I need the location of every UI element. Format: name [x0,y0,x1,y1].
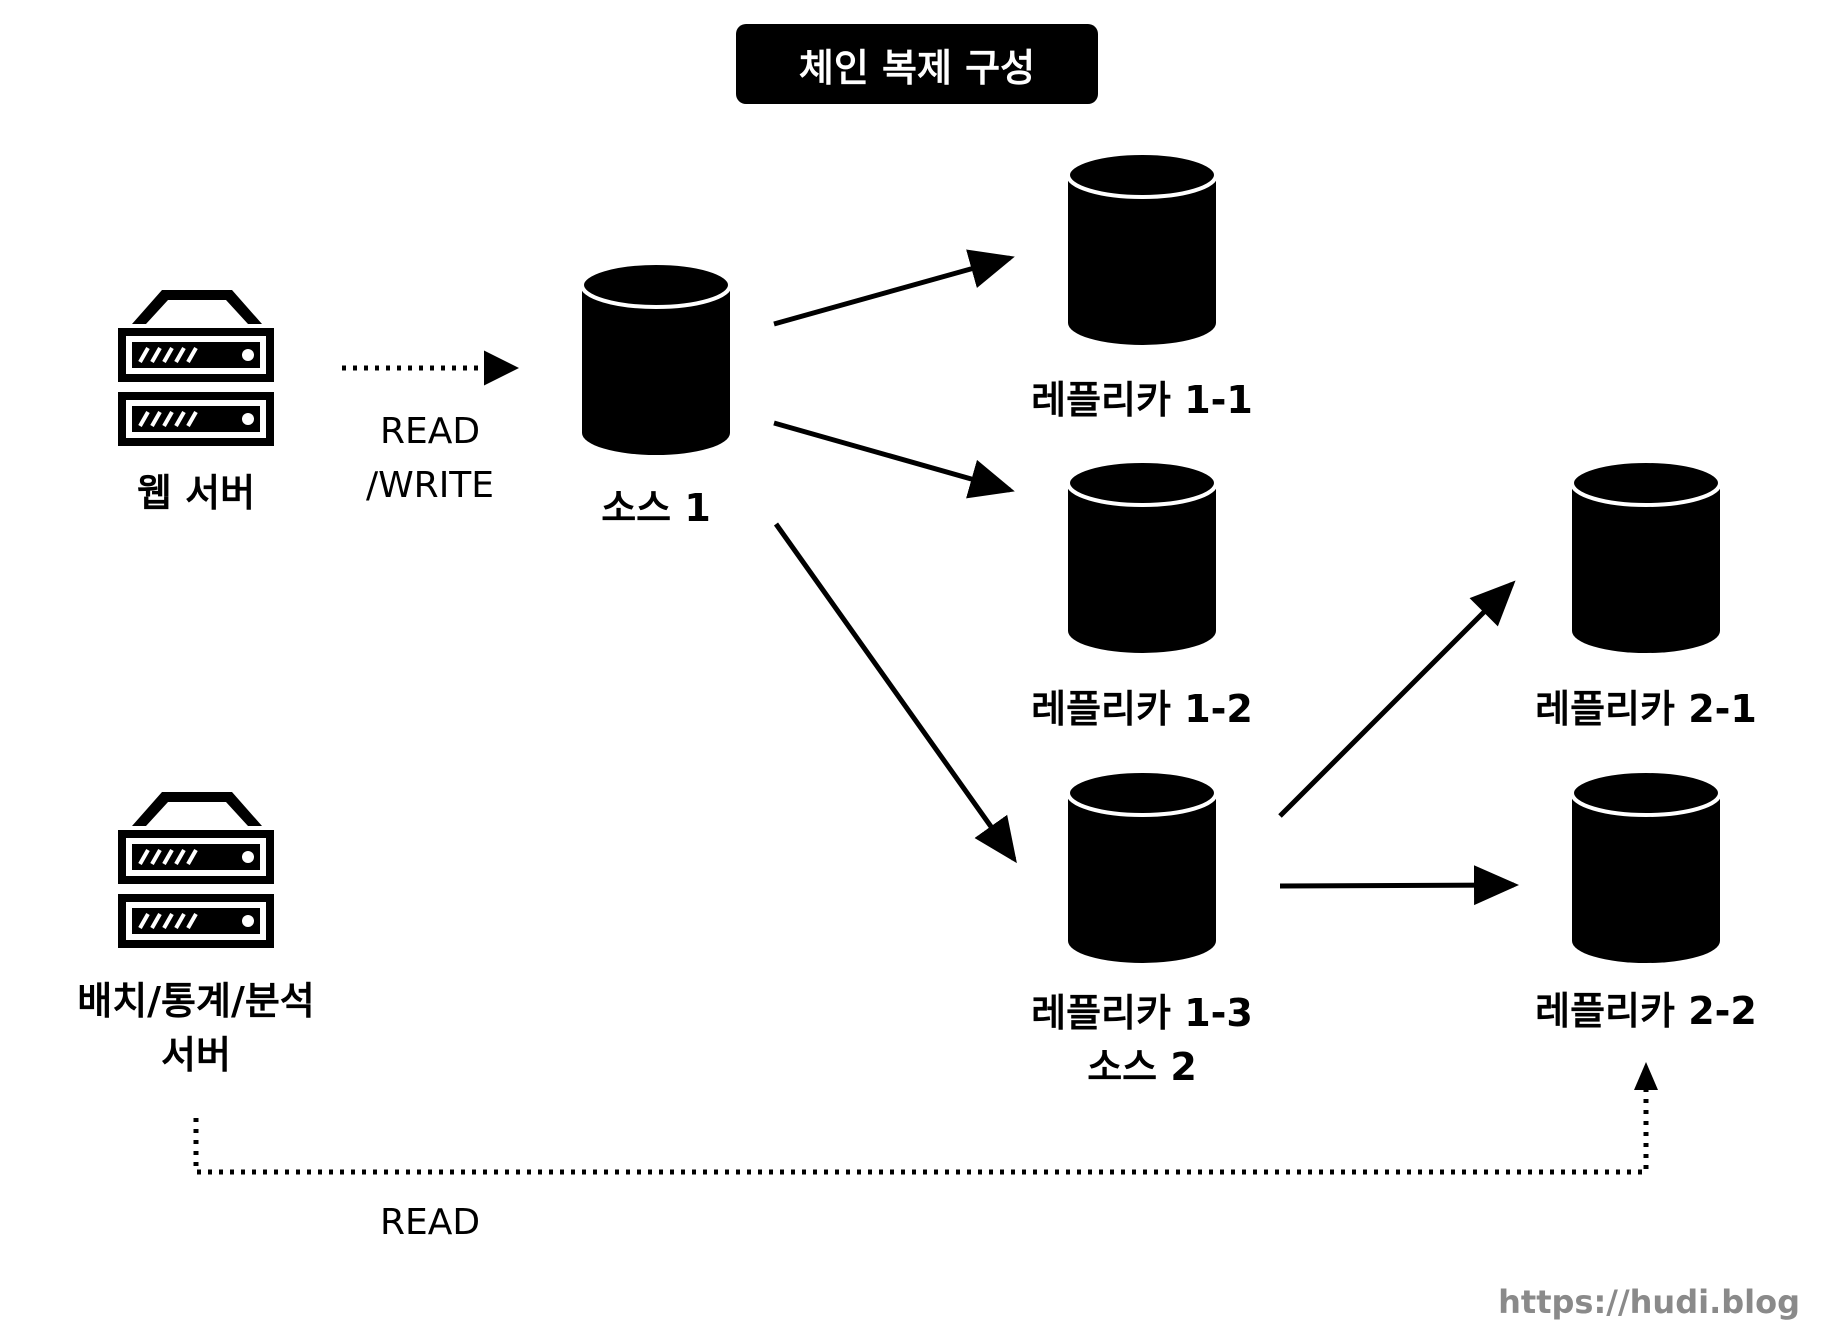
source2-to-replica-2-1-arrow [1278,580,1516,818]
batch-server-icon [118,792,274,948]
replica-1-1-db-icon [1066,151,1218,345]
source1-to-replica-1-1-arrow [773,249,1015,327]
replica-2-1-db-icon [1570,459,1722,653]
batch-read-arrowhead [1634,1062,1658,1090]
replica-1-2-label: 레플리카 1-2 [1031,687,1253,731]
diagram-title: 체인 복제 구성 [736,24,1098,104]
web-server-label: 웹 서버 [136,471,256,515]
replica-1-1-label: 레플리카 1-1 [1031,378,1253,422]
source2-to-replica-2-2-arrow [1279,865,1519,906]
web-write-label: /WRITE [365,465,495,506]
batch-to-replica-2-2-read-path [193,1088,1649,1175]
replica-2-2-label: 레플리카 2-2 [1535,989,1757,1033]
batch-server-label-line2: 서버 [161,1033,231,1077]
replica-1-2-db-icon [1066,459,1218,653]
web-read-label: READ [379,411,481,452]
source1-to-replica-1-2-arrow [773,420,1015,499]
replica-2-2-db-icon [1570,769,1722,963]
replica-1-3-label: 레플리카 1-3 [1031,991,1253,1035]
source1-to-replica-1-3-arrow [773,522,1017,864]
source-1-label: 소스 1 [601,486,711,530]
source-1-db-icon [580,261,732,455]
batch-server-label-line1: 배치/통계/분석 [77,979,315,1023]
replica-1-3-db-icon [1066,769,1218,963]
batch-read-label: READ [379,1202,481,1243]
source-2-label: 소스 2 [1087,1045,1197,1089]
web-server-icon [118,290,274,446]
replica-2-1-label: 레플리카 2-1 [1535,687,1757,731]
watermark-url: https://hudi.blog [1498,1283,1800,1321]
